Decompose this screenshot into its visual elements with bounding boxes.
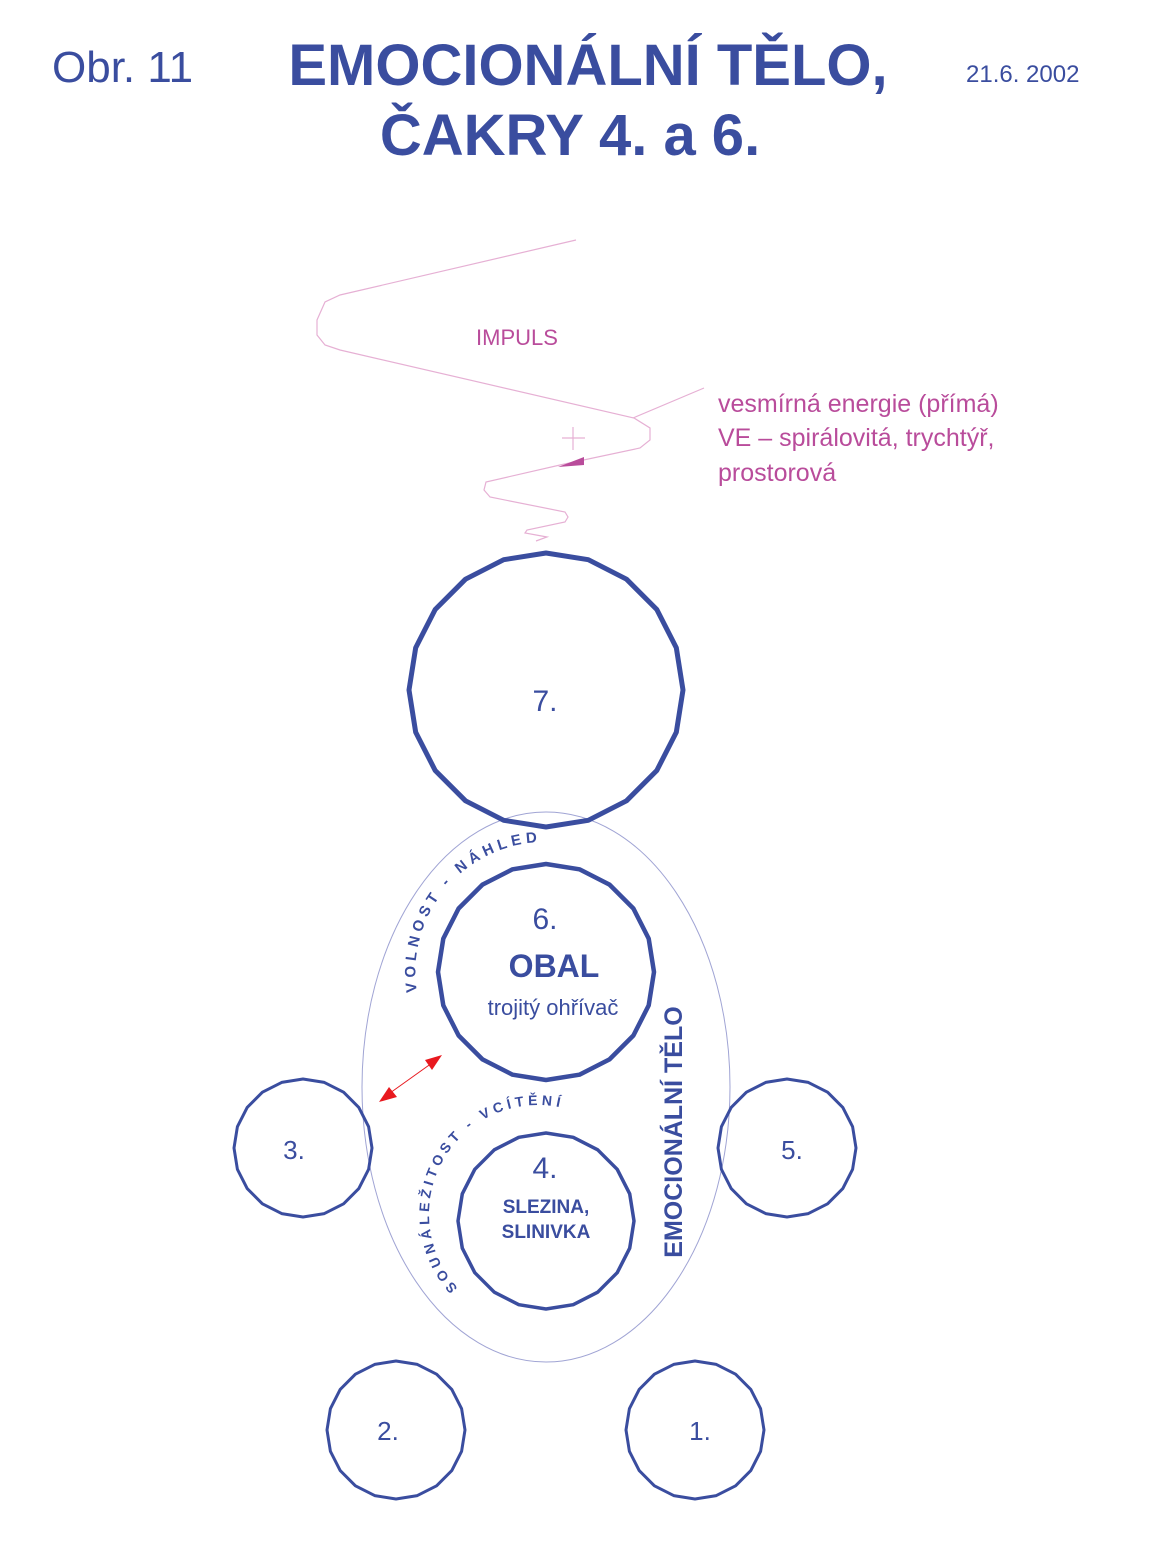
impulse-arrowhead-icon [558, 457, 584, 467]
impulse-note-line-1: vesmírná energie (přímá) [718, 390, 999, 418]
leader-line [632, 387, 705, 419]
emotional-body-ellipse [361, 811, 731, 1363]
chakra-6-circle[interactable] [435, 861, 657, 1083]
chakra-7-circle[interactable] [406, 550, 686, 830]
chakra-4-circle[interactable] [456, 1131, 636, 1311]
chakra-7-label: 7. [532, 685, 557, 718]
chakra-4-line-2: SLINIVKA [502, 1222, 591, 1243]
chakra-1-label: 1. [689, 1416, 711, 1446]
chakra-1-circle[interactable] [624, 1359, 766, 1501]
cross-mark-icon [562, 427, 585, 450]
double-arrow-icon [379, 1055, 442, 1102]
date: 21.6. 2002 [966, 61, 1079, 88]
impulse-note-line-3: prostorová [718, 459, 836, 487]
title-line-2: ČAKRY 4. a 6. [380, 103, 760, 168]
impulse-label: IMPULS [476, 325, 558, 350]
chakra-6-label: 6. [532, 903, 557, 936]
chakra-2-label: 2. [377, 1416, 399, 1446]
emotional-body-label: EMOCIONÁLNÍ TĚLO [658, 1006, 688, 1257]
chakra-5-circle[interactable] [716, 1077, 858, 1219]
chakra-3-circle[interactable] [232, 1077, 374, 1219]
chakra-2-circle[interactable] [325, 1359, 467, 1501]
impulse-spiral-line [316, 239, 651, 542]
chakra-3-label: 3. [283, 1135, 305, 1165]
figure-label: Obr. 11 [52, 43, 193, 92]
chakra-4-arc-label: SOUNÁLEŽITOST - VCÍTĚNÍ [416, 1091, 566, 1297]
title-line-1: EMOCIONÁLNÍ TĚLO, [288, 33, 887, 98]
chakra-4-line-1: SLEZINA, [503, 1197, 590, 1218]
impulse-note-line-2: VE – spirálovitá, trychtýř, [718, 424, 994, 452]
chakra-6-title: OBAL [509, 948, 600, 984]
chakra-6-subtitle: trojitý ohřívač [488, 995, 619, 1020]
chakra-4-label: 4. [532, 1152, 557, 1185]
chakra-5-label: 5. [781, 1135, 803, 1165]
